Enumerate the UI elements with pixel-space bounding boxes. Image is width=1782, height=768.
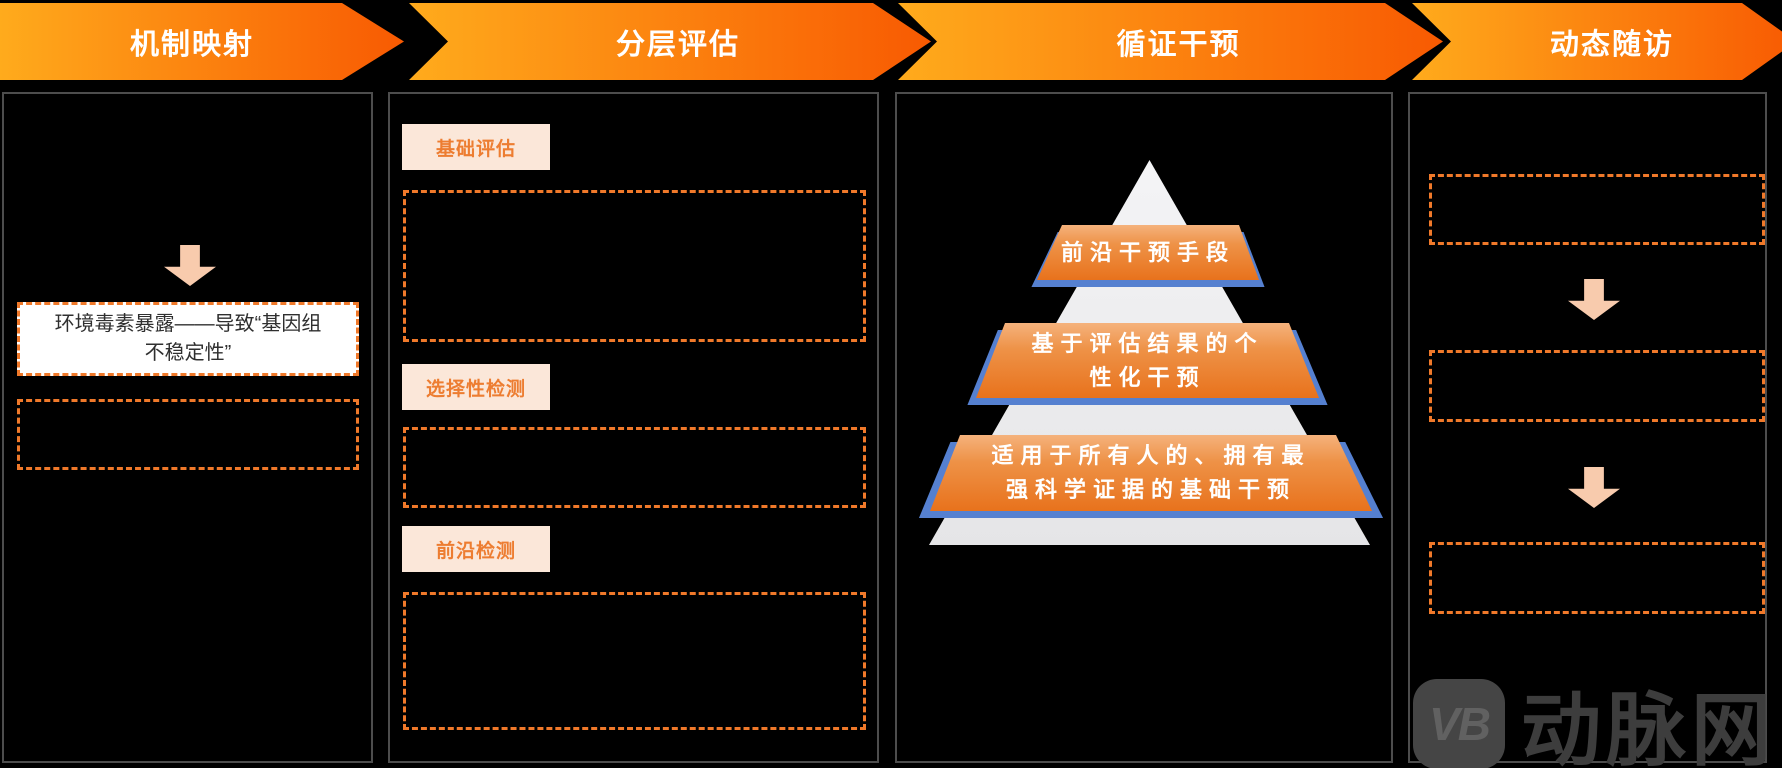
evaluation-chip-frontier: 前沿检测 bbox=[402, 526, 550, 572]
evaluation-box-basic bbox=[403, 190, 866, 342]
followup-box-3 bbox=[1429, 542, 1765, 614]
panel-followup bbox=[1408, 92, 1767, 763]
mechanism-result-box: 环境毒素暴露——导致“基因组不稳定性” bbox=[17, 302, 359, 376]
pyramid-level-top: 前沿干预手段 bbox=[1031, 225, 1265, 287]
pyramid-level-text: 适用于所有人的、拥有最 bbox=[991, 443, 1311, 468]
panel-mechanism: 环境毒素暴露——导致“基因组不稳定性” bbox=[2, 92, 373, 763]
pyramid-level-face: 适用于所有人的、拥有最 强科学证据的基础干预 bbox=[930, 435, 1372, 511]
header-step-label: 动态随访 bbox=[1549, 28, 1674, 61]
header-step-intervention: 循证干预 bbox=[898, 3, 1443, 80]
pyramid-level-text: 强科学证据的基础干预 bbox=[1005, 477, 1296, 502]
header-step-label: 循证干预 bbox=[1116, 28, 1241, 61]
vb-logo-icon: VB bbox=[1413, 679, 1505, 768]
pyramid-level-text: 性化干预 bbox=[1089, 364, 1206, 390]
down-arrow-icon bbox=[1568, 279, 1620, 320]
evaluation-chip-basic: 基础评估 bbox=[402, 124, 550, 170]
followup-box-2 bbox=[1429, 350, 1765, 422]
chip-label: 前沿检测 bbox=[435, 540, 516, 562]
pyramid-level-bottom: 适用于所有人的、拥有最 强科学证据的基础干预 bbox=[918, 435, 1384, 518]
pyramid-level-text: 基于评估结果的个 bbox=[1031, 330, 1264, 356]
evaluation-chip-selective: 选择性检测 bbox=[402, 364, 550, 410]
vb-logo-text: VB bbox=[1429, 698, 1491, 750]
chip-label: 基础评估 bbox=[435, 138, 516, 160]
pyramid-level-middle: 基于评估结果的个 性化干预 bbox=[967, 323, 1328, 405]
watermark: VB 动脉网 bbox=[1413, 666, 1776, 768]
panel-evaluation: 基础评估 选择性检测 前沿检测 bbox=[388, 92, 879, 763]
pyramid-level-face: 前沿干预手段 bbox=[1037, 225, 1259, 280]
pyramid-level-text: 前沿干预手段 bbox=[1060, 239, 1235, 265]
followup-box-1 bbox=[1429, 174, 1765, 245]
header-step-evaluation: 分层评估 bbox=[409, 3, 931, 80]
mechanism-result-text: 环境毒素暴露——导致“基因组不稳定性” bbox=[54, 313, 322, 364]
down-arrow-icon bbox=[164, 245, 216, 286]
evaluation-box-frontier bbox=[403, 592, 866, 730]
header-step-mechanism: 机制映射 bbox=[0, 3, 404, 80]
pyramid-level-face: 基于评估结果的个 性化干预 bbox=[976, 323, 1319, 398]
panel-intervention: 前沿干预手段 基于评估结果的个 性化干预 适用于所有人的、拥有最 强科学证据的基… bbox=[895, 92, 1393, 763]
watermark-brand-text: 动脉网 bbox=[1521, 686, 1776, 768]
down-arrow-icon bbox=[1568, 467, 1620, 508]
header-step-label: 分层评估 bbox=[615, 28, 740, 61]
header-step-followup: 动态随访 bbox=[1412, 3, 1782, 80]
mechanism-empty-box bbox=[17, 399, 359, 470]
chip-label: 选择性检测 bbox=[425, 378, 526, 400]
evaluation-box-selective bbox=[403, 427, 866, 508]
header-step-label: 机制映射 bbox=[129, 28, 254, 61]
